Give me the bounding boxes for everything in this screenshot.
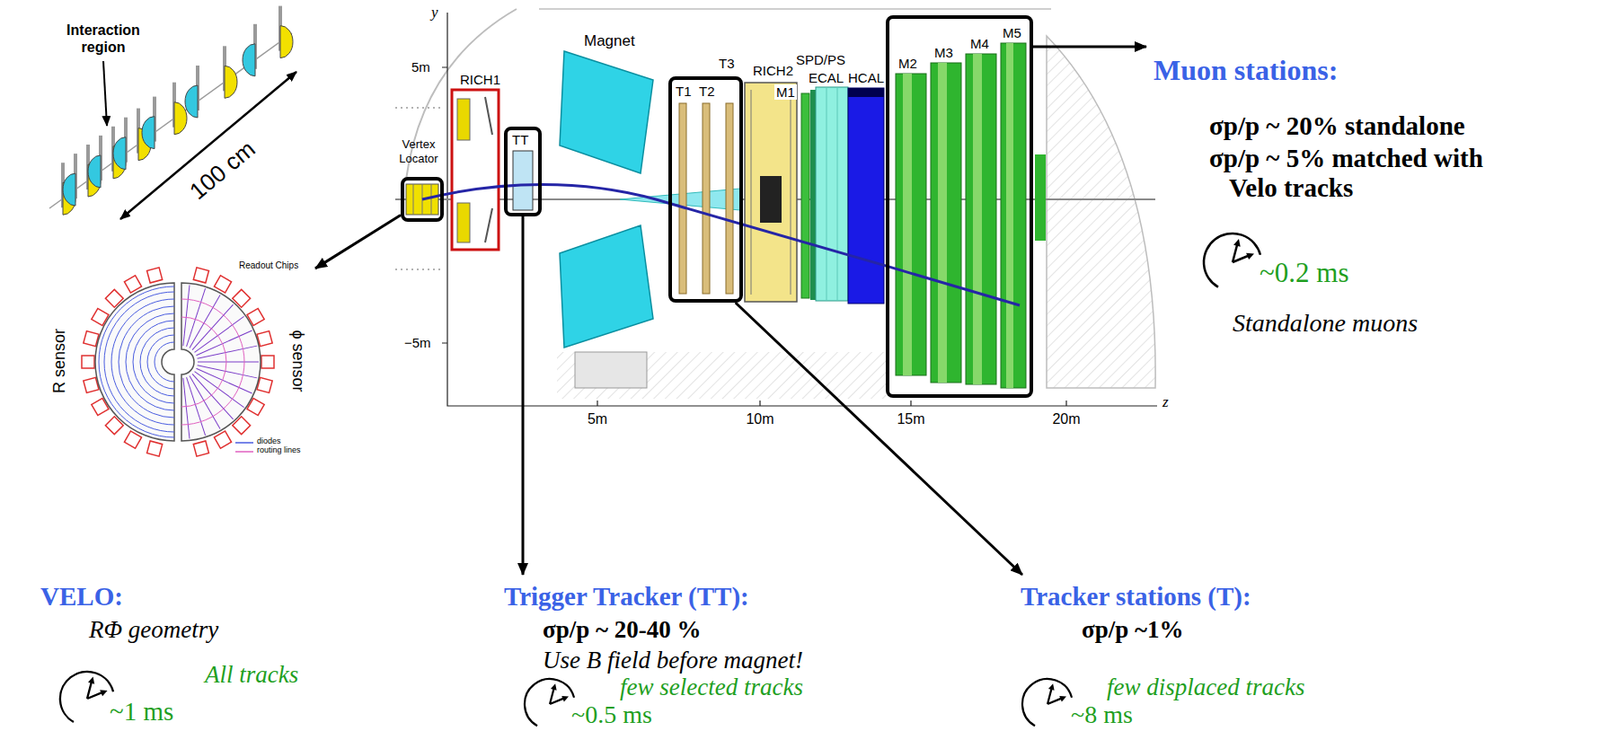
resolution-value: σp/p ~ 20-40 % bbox=[542, 616, 702, 645]
detector-label: RICH1 bbox=[458, 71, 503, 88]
t-stations-highlight-box: T1T2T3 bbox=[668, 76, 743, 303]
legend-sample bbox=[235, 450, 254, 453]
detector-label: M2 bbox=[898, 55, 918, 71]
detector-label: M5 bbox=[1002, 25, 1022, 41]
chip-label: Readout Chips bbox=[238, 260, 299, 272]
detector-label: T3 bbox=[718, 55, 735, 71]
axis-tick-label: 20m bbox=[1050, 411, 1082, 428]
detector-label: M4 bbox=[970, 35, 990, 52]
axis-tick-label: 5m bbox=[585, 411, 610, 428]
velo-info: VELO: RΦ geometryAll tracks ~1 ms bbox=[33, 574, 307, 731]
section-heading: VELO: bbox=[40, 582, 124, 612]
muon-info: Muon stations: σp/p ~ 20% standaloneσp/p … bbox=[1146, 35, 1542, 346]
pointer-arrow bbox=[735, 302, 1023, 575]
section-heading: Trigger Tracker (TT): bbox=[503, 582, 750, 612]
pointer-arrow bbox=[1033, 45, 1147, 49]
axis-label: y bbox=[431, 3, 439, 22]
timing-value: ~0.2 ms bbox=[1259, 258, 1349, 287]
sensor-disc: R sensor ϕ sensor Readout Chips bbox=[35, 260, 316, 460]
t-stations-info: Tracker stations (T): σp/p ~1% few displac… bbox=[1013, 574, 1313, 731]
legend-sample bbox=[235, 441, 254, 444]
axis-label: z bbox=[1160, 393, 1171, 412]
note-text: Use B field before magnet! bbox=[542, 646, 804, 675]
velo-modules-figure bbox=[49, 6, 297, 220]
detector-label: Vertex Locator bbox=[393, 137, 444, 166]
detector-label: M3 bbox=[934, 44, 954, 61]
legend-text: diodes bbox=[256, 437, 282, 447]
axis-tick-label: 5m bbox=[409, 59, 433, 75]
velo-highlight-box: Vertex Locator bbox=[400, 176, 444, 222]
axis-tick-label: 15m bbox=[894, 411, 927, 428]
callout-label: Interaction region bbox=[53, 21, 153, 56]
section-heading: Muon stations: bbox=[1153, 53, 1338, 88]
resolution-value: σp/p ~ 5% matched with Velo tracks bbox=[1209, 143, 1535, 204]
axis-tick-label: −5m bbox=[402, 335, 434, 351]
timing-note: few selected tracks bbox=[619, 675, 804, 700]
tt-highlight-box: TT bbox=[503, 126, 542, 217]
detector-label: SPD/PS bbox=[794, 52, 848, 68]
timing-value: ~0.5 ms bbox=[571, 702, 653, 728]
muon-highlight-box: M2 M3 M4 M5 bbox=[885, 15, 1034, 398]
detector-label: T1 bbox=[675, 83, 692, 99]
detector-label: M1 bbox=[774, 84, 797, 100]
sensor-label: ϕ sensor bbox=[289, 329, 309, 392]
dimension-label: 100 cm bbox=[185, 135, 262, 206]
axis-tick-label: 10m bbox=[743, 411, 776, 428]
resolution-value: σp/p ~1% bbox=[1081, 616, 1185, 645]
timing-note: few displaced tracks bbox=[1106, 675, 1305, 700]
detector-label: TT bbox=[512, 132, 529, 148]
tt-info: Trigger Tracker (TT): σp/p ~ 20-40 %Use B… bbox=[496, 574, 811, 731]
timing-value: ~8 ms bbox=[1070, 702, 1133, 728]
detector-label: Magnet bbox=[582, 32, 637, 51]
note-text: Standalone muons bbox=[1232, 309, 1418, 338]
timing-value: ~1 ms bbox=[109, 698, 174, 725]
pointer-arrow bbox=[521, 216, 525, 575]
resolution-value: σp/p ~ 20% standalone bbox=[1209, 111, 1466, 142]
detector-label: T2 bbox=[698, 83, 716, 99]
clock-icons bbox=[60, 233, 1261, 726]
detector-label: RICH2 bbox=[751, 62, 796, 79]
detector-drawing bbox=[395, 8, 1158, 407]
pointer-arrow bbox=[315, 215, 401, 269]
note-text: RΦ geometry bbox=[88, 616, 219, 645]
legend-text: routing lines bbox=[256, 446, 301, 456]
section-heading: Tracker stations (T): bbox=[1020, 582, 1252, 612]
timing-note: All tracks bbox=[204, 662, 299, 688]
sensor-disc-figure bbox=[81, 267, 275, 457]
detector-label: HCAL bbox=[846, 70, 886, 86]
detector-label: ECAL bbox=[806, 70, 846, 86]
sensor-label: R sensor bbox=[50, 328, 70, 394]
